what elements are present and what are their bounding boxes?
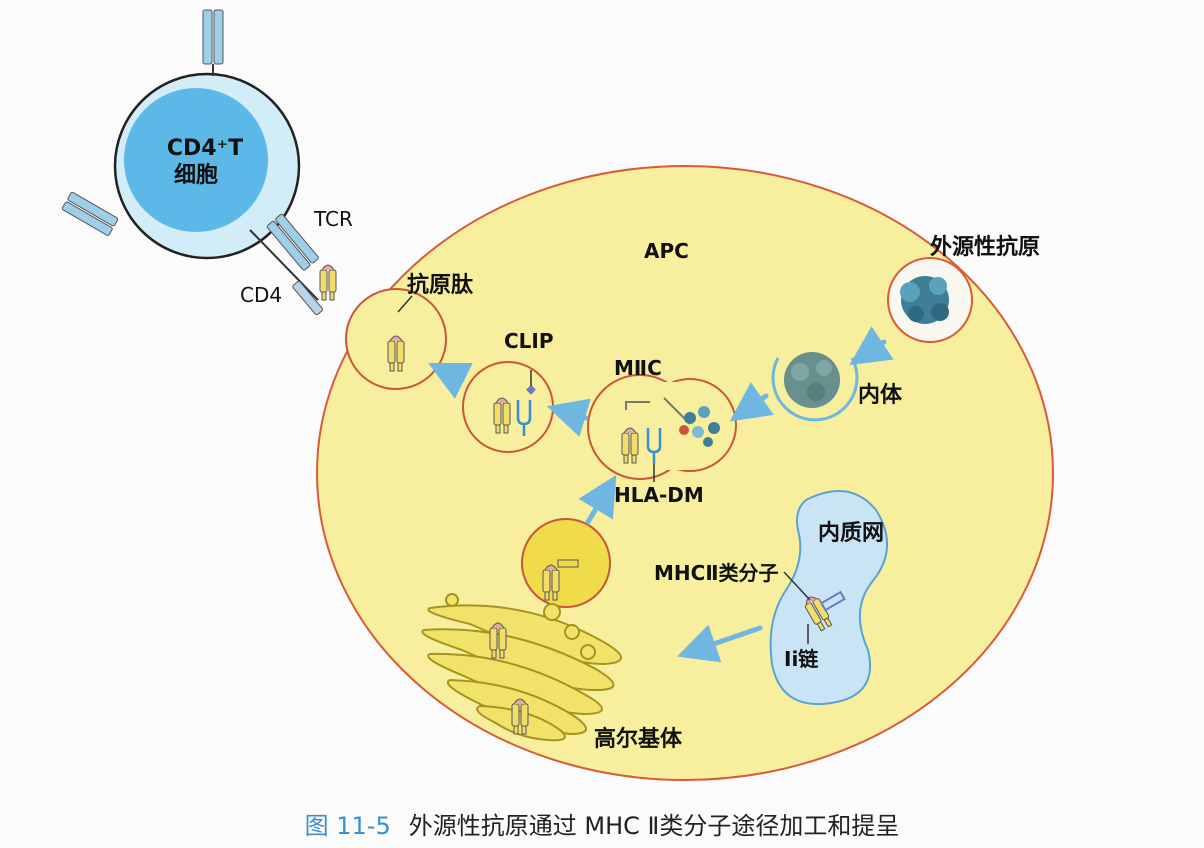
pathway-arrows (428, 326, 894, 663)
arrow-miic-to-clip (546, 398, 591, 437)
tcr-complex (266, 213, 319, 271)
ii-chain-label: Ⅰi链 (784, 647, 819, 671)
cd4-stalk (249, 229, 319, 301)
hla-dm-label: HLA-DM (614, 483, 704, 507)
cd4-t-cell-label-2: 细胞 (174, 162, 218, 188)
tcr-label: TCR (313, 207, 353, 231)
mhc-ii-pointer (783, 571, 811, 601)
figure-number: 图 11-5 (304, 812, 391, 840)
figure-caption: 图 11-5 外源性抗原通过 MHC Ⅱ类分子途径加工和提呈 (0, 806, 1204, 841)
cd4-t-cell-label: CD4⁺T (167, 136, 243, 161)
antigen-peptide-vesicle (345, 288, 447, 390)
clip-vesicle (462, 361, 554, 453)
antigen-peptide-label: 抗原肽 (407, 272, 474, 298)
receptor-left (61, 191, 119, 236)
exogenous-antigen (887, 257, 973, 343)
miic-label: MⅡC (614, 356, 662, 380)
er-label: 内质网 (818, 521, 884, 546)
endoplasmic-reticulum (769, 490, 888, 706)
golgi-label: 高尔基体 (594, 726, 683, 752)
cd4-label: CD4 (240, 283, 282, 307)
cd4-t-cell: CD4⁺T 细胞 (113, 72, 301, 260)
exogenous-antigen-label: 外源性抗原 (930, 234, 1040, 260)
endosome (771, 352, 859, 422)
apc-label: APC (644, 239, 689, 263)
figure-title: 外源性抗原通过 MHC Ⅱ类分子途径加工和提呈 (408, 812, 900, 840)
cd4-coreceptor (292, 280, 324, 316)
mhc-peptide-surface (319, 264, 337, 301)
arrow-clip-to-peptide (428, 363, 473, 399)
arrow-er-to-golgi (677, 624, 763, 663)
er-mhc-ii (801, 590, 846, 633)
golgi-apparatus (421, 593, 622, 742)
arrow-antigen-to-endosome (849, 326, 894, 366)
receptor-top (202, 9, 224, 76)
clip-label: CLIP (504, 329, 554, 353)
arrow-endosome-to-miic (729, 382, 774, 422)
arrow-golgi-to-miic (578, 474, 617, 525)
golgi-vesicle (521, 518, 611, 608)
miic-compartment (587, 374, 737, 480)
mhc-ii-label: MHCⅡ类分子 (654, 561, 779, 585)
endosome-label: 内体 (858, 383, 903, 408)
